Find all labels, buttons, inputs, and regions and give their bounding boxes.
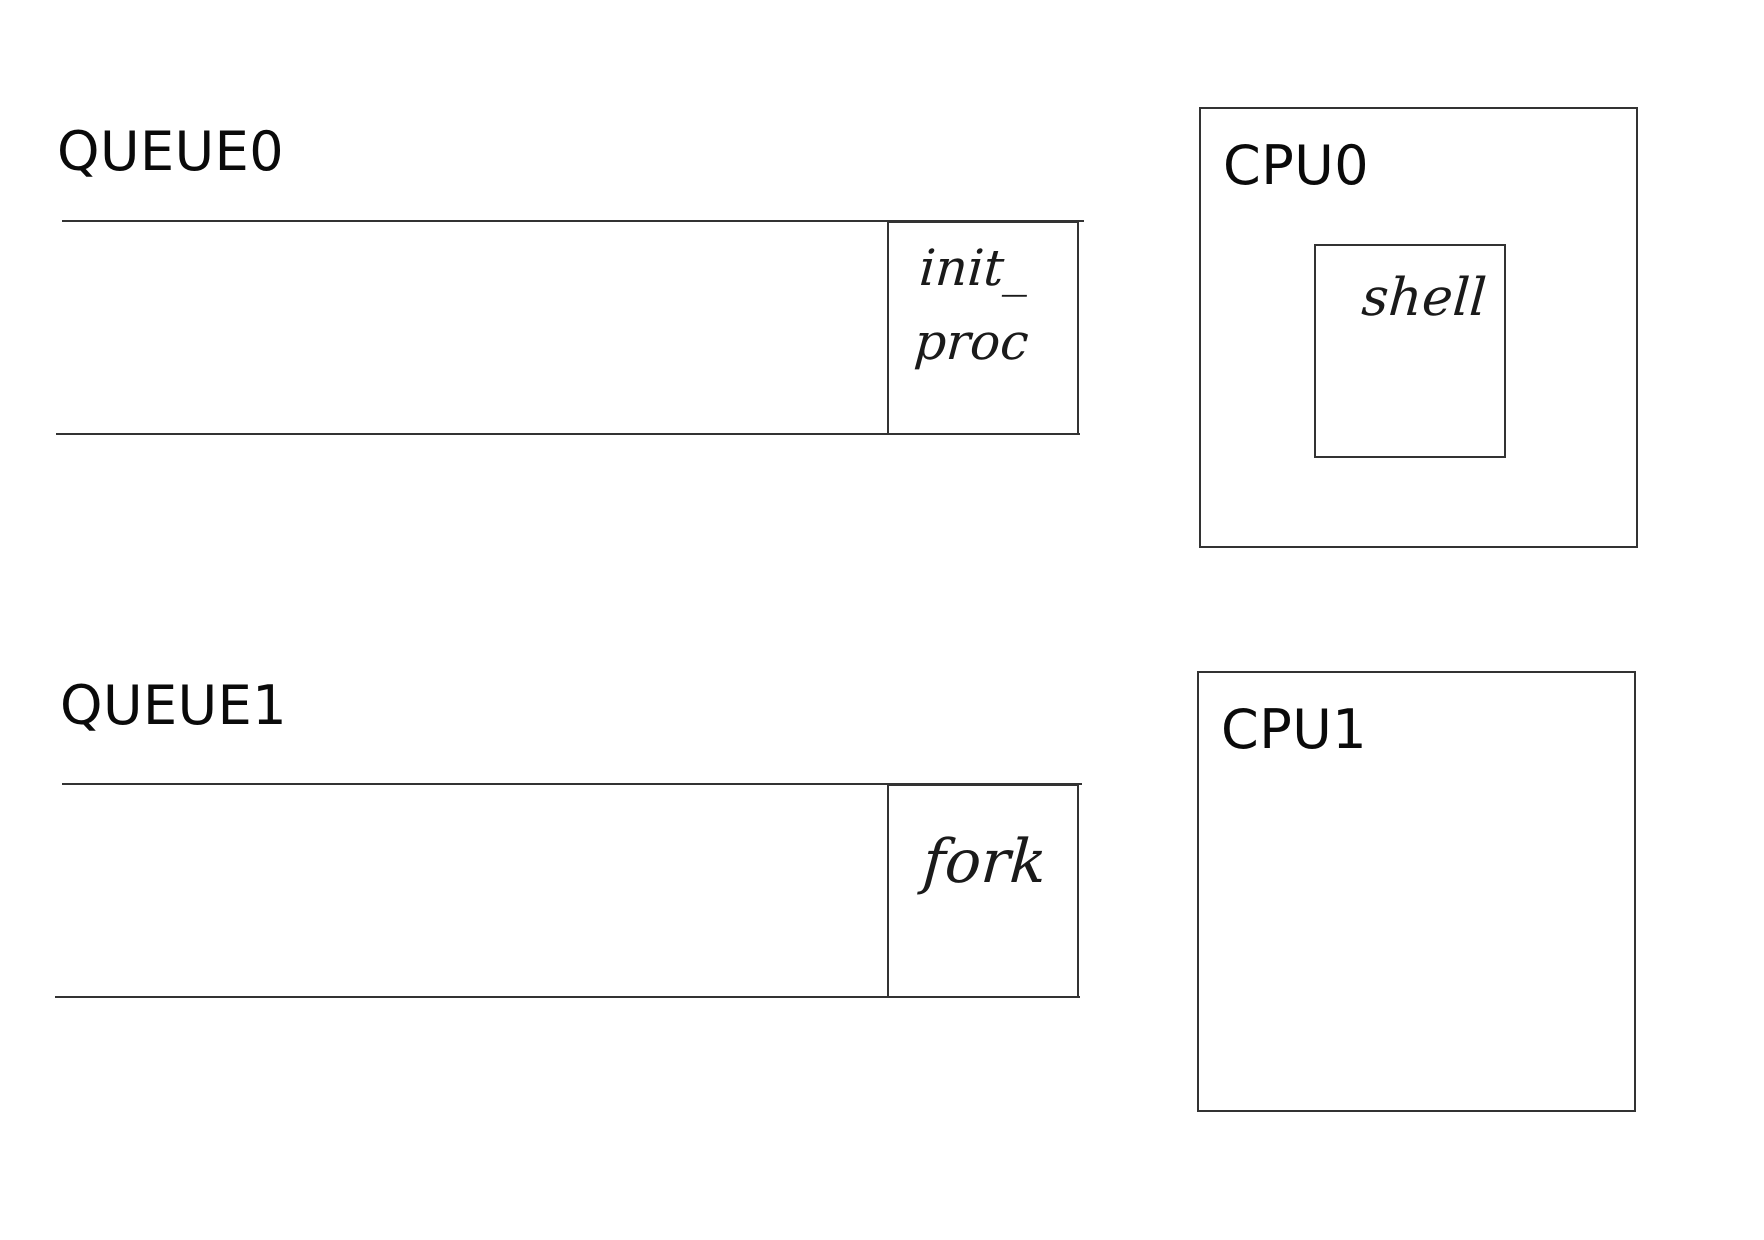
cpu-0-label: CPU0 xyxy=(1223,134,1370,197)
queue-0-label: QUEUE0 xyxy=(57,120,285,183)
queue-1-process-name: fork xyxy=(920,827,1049,897)
cpu-0-running-process-name: shell xyxy=(1359,268,1489,328)
cpu-0-running-process: shell xyxy=(1314,244,1506,458)
queue-0-process-name: init_ proc xyxy=(912,231,1036,379)
queue-0-process-slot: init_ proc xyxy=(887,221,1079,435)
queue-0-top-line xyxy=(62,220,1084,222)
queue-1-process-slot: fork xyxy=(887,784,1079,998)
queue-0-process-name-line-2: proc xyxy=(912,313,1031,371)
queue-1-label: QUEUE1 xyxy=(60,674,288,737)
cpu-1: CPU1 xyxy=(1197,671,1636,1112)
queue-0-bottom-line xyxy=(56,433,1080,435)
queue-0-process-name-line-1: init_ xyxy=(917,239,1031,297)
cpu-0: CPU0 shell xyxy=(1199,107,1638,548)
queue-1-top-line xyxy=(62,783,1082,785)
queue-1-bottom-line xyxy=(55,996,1080,998)
cpu-1-label: CPU1 xyxy=(1221,698,1368,761)
